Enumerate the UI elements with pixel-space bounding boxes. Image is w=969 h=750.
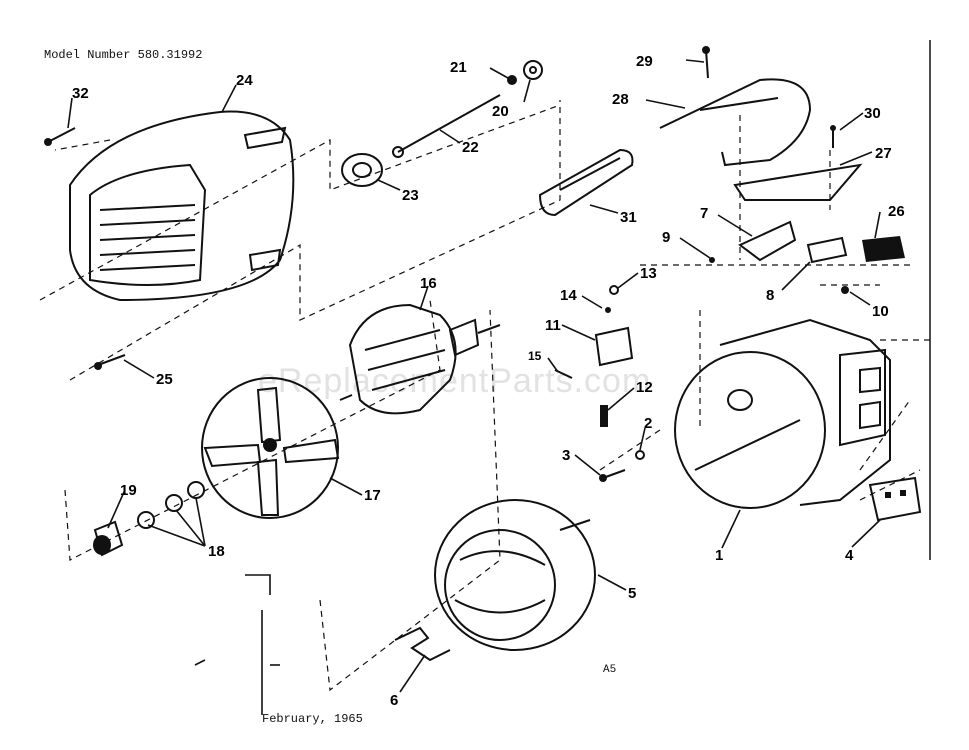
callout-14: 14 [560, 287, 577, 304]
callout-6: 6 [390, 692, 398, 709]
callout-21: 21 [450, 59, 467, 76]
callout-28: 28 [612, 91, 629, 108]
callout-22: 22 [462, 139, 479, 156]
switch-part [738, 220, 797, 262]
callout-5: 5 [628, 585, 636, 602]
callout-27: 27 [875, 145, 892, 162]
plate-part [733, 163, 863, 201]
callout-9: 9 [662, 229, 670, 246]
callout-3: 3 [562, 447, 570, 464]
callout-7: 7 [700, 205, 708, 222]
through-bolt-part [392, 94, 501, 158]
screw-part [94, 354, 126, 370]
callout-12: 12 [636, 379, 653, 396]
callout-29: 29 [636, 53, 653, 70]
callout-1: 1 [715, 547, 723, 564]
armature-part [339, 303, 501, 415]
nut-washer-part [507, 60, 543, 85]
end-housing-part [69, 110, 295, 302]
leader-lines [67, 59, 881, 693]
callout-19: 19 [120, 482, 137, 499]
bearing-ring-part [341, 153, 383, 187]
insulator-part [394, 626, 451, 662]
small-hardware-parts [554, 285, 645, 482]
terminal-block-part [594, 326, 634, 367]
callout-13: 13 [640, 265, 657, 282]
callout-30: 30 [864, 105, 881, 122]
date-label: February, 1965 [262, 712, 363, 726]
brush-part [806, 236, 848, 264]
model-number-label: Model Number 580.31992 [44, 48, 202, 62]
callout-4: 4 [845, 547, 854, 564]
callout-8: 8 [766, 287, 774, 304]
fan-part [201, 377, 340, 519]
screw-part [841, 286, 849, 294]
handle-part [538, 148, 634, 217]
page-code-label: A5 [603, 664, 616, 676]
callout-numbers: 32 24 21 20 22 23 29 28 30 27 31 26 7 9 … [72, 53, 905, 709]
callout-15: 15 [528, 349, 542, 363]
callout-31: 31 [620, 209, 637, 226]
callout-32: 32 [72, 85, 89, 102]
callout-16: 16 [420, 275, 437, 292]
receptacle-part [868, 476, 922, 522]
callout-26: 26 [888, 203, 905, 220]
callout-18: 18 [208, 543, 225, 560]
callout-24: 24 [236, 72, 253, 89]
switch-bracket-part [659, 46, 812, 167]
callout-23: 23 [402, 187, 419, 204]
field-case-part [674, 318, 891, 509]
callout-25: 25 [156, 371, 173, 388]
callout-2: 2 [644, 415, 652, 432]
brush-holder-part [862, 236, 905, 262]
callout-20: 20 [492, 103, 509, 120]
screw-part [830, 125, 836, 148]
bushing-part [93, 520, 124, 557]
screw-part [44, 127, 76, 146]
washer-part [137, 481, 205, 529]
bracket-marks [194, 574, 280, 715]
callout-10: 10 [872, 303, 889, 320]
screw-part [709, 257, 715, 263]
callout-11: 11 [545, 317, 561, 334]
callout-17: 17 [364, 487, 381, 504]
stator-part [434, 499, 596, 651]
